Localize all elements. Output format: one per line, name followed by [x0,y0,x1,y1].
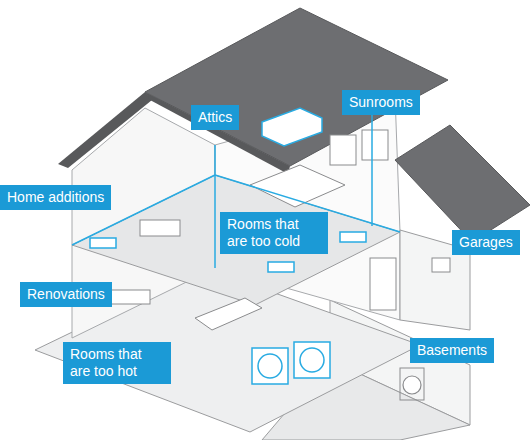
callout-box: Garages [452,230,520,255]
callout-label: Basements [417,342,487,359]
roof [145,8,448,166]
callout-label: Sunrooms [349,94,413,111]
callout-label: Renovations [27,286,105,303]
desk [140,220,180,236]
window [362,130,388,160]
callout-box: Rooms that are too cold [220,212,328,254]
wall-unit [90,238,116,248]
fan [300,348,324,372]
attic-unit [262,108,322,146]
wall-unit [340,232,366,242]
callout-label: Home additions [7,189,104,206]
roof-edge [58,92,152,168]
callout-box: Basements [410,338,494,363]
garage-shelf [432,258,450,272]
fan [258,354,282,378]
callout-box: Attics [191,105,239,130]
callout-box: Renovations [20,282,112,307]
outdoor-unit [252,348,288,384]
callout-box: Sunrooms [342,90,420,115]
highlight-line [214,145,216,268]
callout-label: Garages [459,234,513,251]
outdoor-unit [294,342,330,378]
window [330,135,356,165]
callout-label: Attics [198,109,232,126]
fridge [370,258,396,310]
garage-roof [395,125,530,242]
callout-box: Home additions [0,185,111,210]
callout-label: Rooms that are too hot [70,346,164,380]
wall-unit [268,262,294,272]
washer [403,376,421,394]
callout-label: Rooms that are too cold [227,216,321,250]
couch [195,298,262,330]
washer-body [400,368,424,400]
callout-box: Rooms that are too hot [63,342,171,384]
highlight-line [371,115,373,226]
